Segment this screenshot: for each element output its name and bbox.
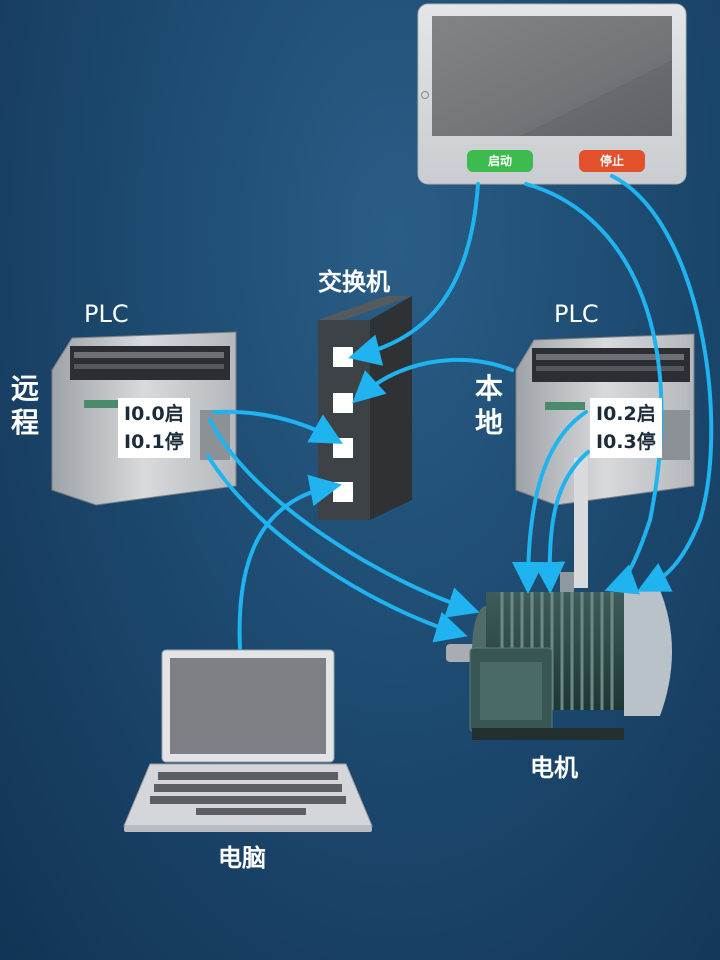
hmi-start-button[interactable]: 启动 xyxy=(467,150,533,172)
plc-local-label: PLC xyxy=(554,300,599,328)
local-label-char-2: 地 xyxy=(474,406,503,439)
laptop-screen xyxy=(170,658,326,754)
link-local-io3-to-motor xyxy=(533,450,590,594)
hmi-stop-button[interactable]: 停止 xyxy=(579,150,645,172)
remote-label-char-1: 远 xyxy=(10,372,39,405)
local-io-stop: I0.3停 xyxy=(596,431,656,453)
local-io-box: I0.2启 I0.3停 xyxy=(590,398,662,458)
local-label-char-1: 本 xyxy=(474,372,503,405)
laptop xyxy=(123,649,373,832)
switch-port-4 xyxy=(333,482,353,502)
link-local-io2-to-motor xyxy=(512,410,588,594)
local-io-start: I0.2启 xyxy=(596,403,656,425)
motor-label: 电机 xyxy=(530,754,578,782)
switch-label: 交换机 xyxy=(318,268,390,296)
link-hmi-start-to-switch xyxy=(348,182,480,366)
remote-label: 远 程 xyxy=(8,372,42,440)
link-remote-io1-to-motor xyxy=(206,454,468,643)
computer-label: 电脑 xyxy=(218,844,266,872)
remote-io-box: I0.0启 I0.1停 xyxy=(118,398,190,458)
link-local-plc-to-switch xyxy=(352,357,514,404)
hmi-screen xyxy=(432,16,672,136)
remote-io-start: I0.0启 xyxy=(124,403,184,425)
link-laptop-to-switch xyxy=(237,474,342,650)
link-remote-io0-to-motor xyxy=(208,418,480,618)
remote-io-stop: I0.1停 xyxy=(124,431,184,453)
remote-label-char-2: 程 xyxy=(10,406,39,439)
link-hmi-stop-to-motor xyxy=(610,174,714,592)
hmi-panel xyxy=(417,3,687,185)
link-remote-io0-to-switch xyxy=(212,409,343,444)
switch-port-1 xyxy=(333,347,353,367)
local-label: 本 地 xyxy=(472,372,506,440)
motor-cable xyxy=(574,458,588,588)
plc-remote-label: PLC xyxy=(84,300,129,328)
switch-port-2 xyxy=(333,393,353,413)
